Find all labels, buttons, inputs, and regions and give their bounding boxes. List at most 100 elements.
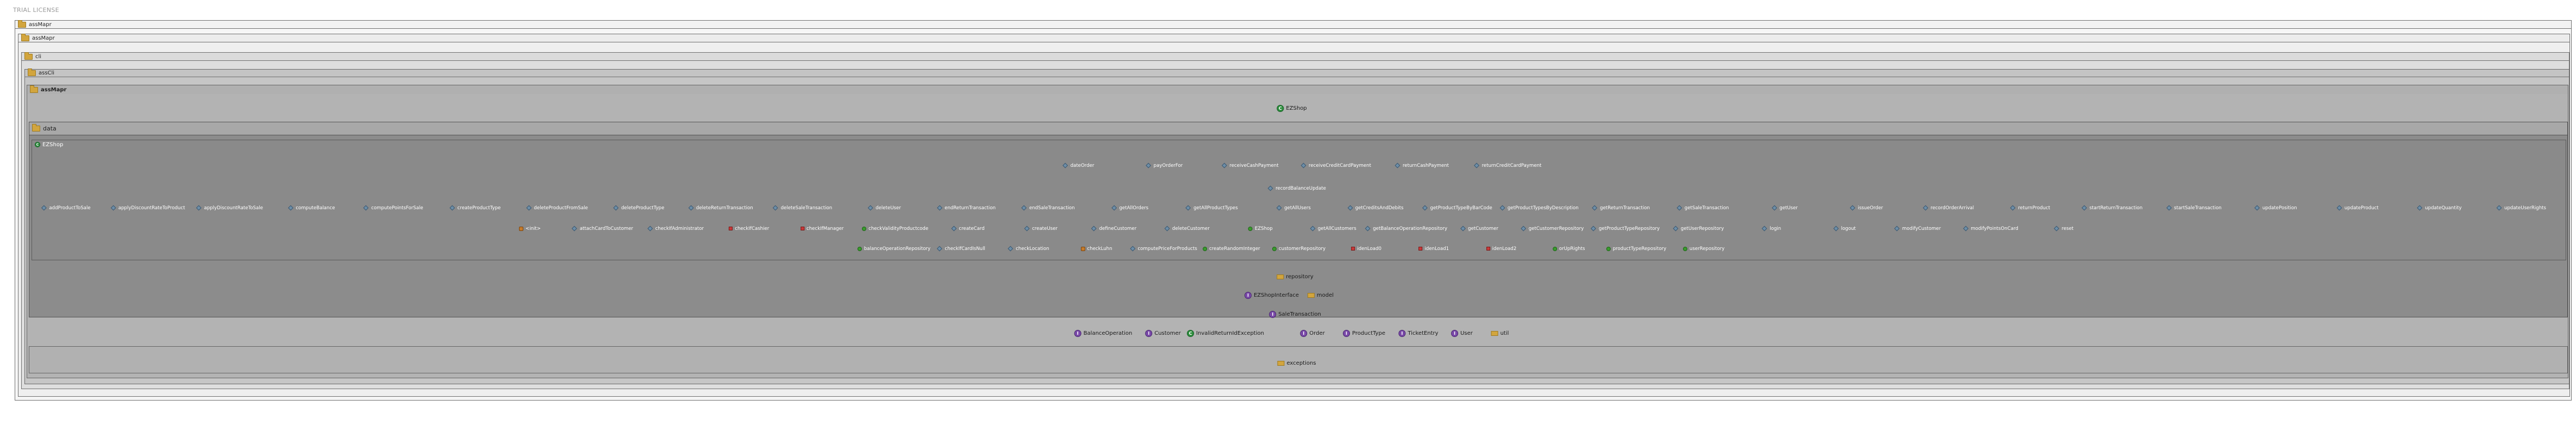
frame-label: cli <box>35 53 42 60</box>
member-node[interactable]: idenLoad0 <box>1351 245 1381 252</box>
member-node[interactable]: getCustomer <box>1460 225 1498 232</box>
member-node[interactable]: deleteProductFromSale <box>526 204 588 211</box>
field-icon <box>1591 226 1597 232</box>
member-node[interactable]: receiveCashPayment <box>1221 162 1279 169</box>
member-node[interactable]: getCustomerRepository <box>1521 225 1584 232</box>
member-node[interactable]: getProductTypeByBarCode <box>1422 204 1492 211</box>
member-node[interactable]: endSaleTransaction <box>1021 204 1075 211</box>
member-node[interactable]: login <box>1761 225 1781 232</box>
member-node[interactable]: checkLuhn <box>1080 245 1112 252</box>
member-node[interactable]: deleteReturnTransaction <box>688 204 753 211</box>
member-node[interactable]: deleteProductType <box>613 204 664 211</box>
member-node[interactable]: orUpRights <box>1552 245 1585 252</box>
member-node[interactable]: deleteCustomer <box>1164 225 1210 232</box>
frame-label: assMapr <box>32 35 55 41</box>
member-node[interactable]: customerRepository <box>1272 245 1325 252</box>
member-node[interactable]: issueOrder <box>1849 204 1883 211</box>
member-node[interactable]: getBalanceOperationRepository <box>1365 225 1447 232</box>
member-node[interactable]: EZShop <box>1248 225 1273 232</box>
model-node[interactable]: util <box>1491 329 1509 338</box>
member-node[interactable]: getUserRepository <box>1673 225 1724 232</box>
member-node[interactable]: getAllOrders <box>1111 204 1148 211</box>
model-node[interactable]: model <box>1307 291 1334 299</box>
ezshop-top-class-node[interactable]: C EZShop <box>1277 104 1307 112</box>
member-node[interactable]: createUser <box>1024 225 1058 232</box>
node-label: getProductTypesByDescription <box>1507 205 1579 211</box>
member-node[interactable]: checkIfCashier <box>729 225 769 232</box>
member-node[interactable]: addProductToSale <box>41 204 91 211</box>
member-node[interactable]: balanceOperationRepository <box>857 245 930 252</box>
frame-label: assCli <box>39 70 55 76</box>
member-node[interactable]: idenLoad1 <box>1418 245 1449 252</box>
member-node[interactable]: createProductType <box>449 204 501 211</box>
field-icon <box>2010 205 2016 211</box>
member-node[interactable]: applyDiscountRateToSale <box>196 204 263 211</box>
member-node[interactable]: getAllCustomers <box>1310 225 1356 232</box>
node-label: payOrderFor <box>1153 162 1183 168</box>
member-node[interactable]: receiveCreditCardPayment <box>1300 162 1371 169</box>
member-node[interactable]: defineCustomer <box>1091 225 1136 232</box>
member-node[interactable]: updatePosition <box>2254 204 2297 211</box>
member-node[interactable]: <init> <box>519 225 541 232</box>
package-exceptions-node[interactable]: exceptions <box>1277 359 1316 367</box>
member-node[interactable]: updateQuantity <box>2417 204 2462 211</box>
member-node[interactable]: deleteUser <box>867 204 901 211</box>
member-node[interactable]: idenLoad2 <box>1486 245 1516 252</box>
member-node[interactable]: getCreditsAndDebits <box>1347 204 1404 211</box>
member-node[interactable]: checkIfAdministrator <box>647 225 704 232</box>
member-node[interactable]: recordBalanceUpdate <box>1267 185 1326 192</box>
member-node[interactable]: endReturnTransaction <box>936 204 996 211</box>
member-node[interactable]: dateOrder <box>1062 162 1094 169</box>
member-node[interactable]: recordOrderArrival <box>1922 204 1974 211</box>
member-node[interactable]: getAllProductTypes <box>1185 204 1238 211</box>
member-node[interactable]: deleteSaleTransaction <box>773 204 832 211</box>
member-node[interactable]: computePriceForProducts <box>1129 245 1197 252</box>
frame-assmapr-header: assMapr <box>18 33 2569 42</box>
member-node[interactable]: reset <box>2054 225 2073 232</box>
member-node[interactable]: createCard <box>951 225 985 232</box>
member-node[interactable]: computeBalance <box>287 204 335 211</box>
member-node[interactable]: checkLocation <box>1008 245 1049 252</box>
member-node[interactable]: startSaleTransaction <box>2166 204 2222 211</box>
member-node[interactable]: checkIfCardIsNull <box>936 245 985 252</box>
member-node[interactable]: getUser <box>1771 204 1798 211</box>
member-node[interactable]: modifyPointsOnCard <box>1962 225 2018 232</box>
member-node[interactable]: getProductTypesByDescription <box>1499 204 1579 211</box>
field-icon <box>1008 246 1014 252</box>
member-node[interactable]: createRandomInteger <box>1202 245 1260 252</box>
member-node[interactable]: returnCashPayment <box>1395 162 1449 169</box>
member-node[interactable]: productTypeRepository <box>1606 245 1666 252</box>
member-node[interactable]: checkIfManager <box>801 225 843 232</box>
member-node[interactable]: applyDiscountRateToProduct <box>110 204 185 211</box>
member-node[interactable]: updateUserRights <box>2496 204 2546 211</box>
member-node[interactable]: updateProduct <box>2336 204 2379 211</box>
node-label: InvalidReturnIdException <box>1196 330 1264 336</box>
member-node[interactable]: getProductTypeRepository <box>1591 225 1660 232</box>
member-node[interactable]: computePointsForSale <box>363 204 423 211</box>
member-node[interactable]: getAllUsers <box>1276 204 1311 211</box>
package-repository-node[interactable]: repository <box>1277 272 1314 281</box>
member-node[interactable]: logout <box>1833 225 1856 232</box>
method-icon <box>1683 246 1687 251</box>
member-node[interactable]: userRepository <box>1683 245 1724 252</box>
member-node[interactable]: attachCardToCustomer <box>572 225 633 232</box>
member-node[interactable]: startReturnTransaction <box>2081 204 2142 211</box>
field-icon <box>1592 205 1598 211</box>
member-node[interactable]: getReturnTransaction <box>1592 204 1650 211</box>
member-node[interactable]: returnProduct <box>2010 204 2050 211</box>
member-node[interactable]: modifyCustomer <box>1894 225 1941 232</box>
member-node[interactable]: returnCreditCardPayment <box>1474 162 1541 169</box>
member-node[interactable]: getSaleTransaction <box>1677 204 1729 211</box>
member-node[interactable]: checkValidityProductcode <box>862 225 928 232</box>
member-node[interactable]: payOrderFor <box>1146 162 1183 169</box>
field-icon <box>1962 226 1968 232</box>
